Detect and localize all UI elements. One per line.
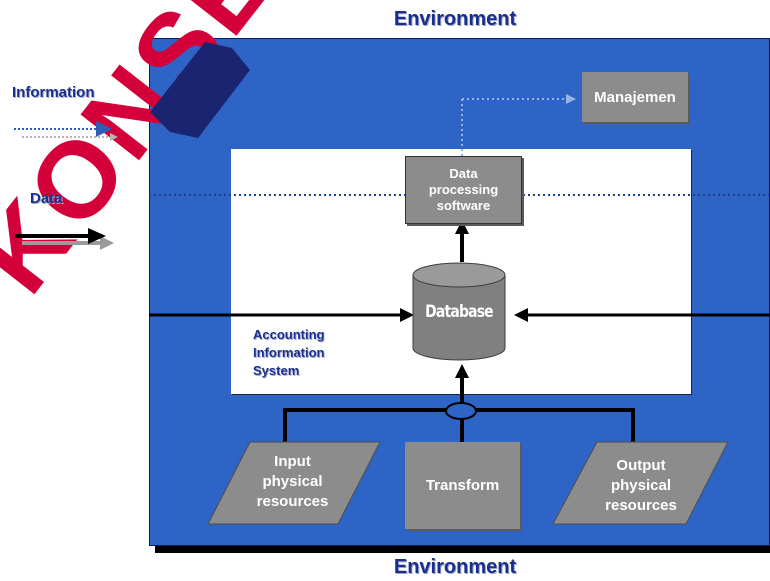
output-resources-label: Output physical resources (572, 456, 710, 516)
software-box: Data processing software (405, 156, 522, 224)
watermark: KONSEP (0, 0, 330, 314)
transform-box: Transform (405, 442, 520, 529)
output-label-2: physical (610, 477, 672, 494)
output-resources-shape (552, 441, 729, 525)
environment-title-bottom: Environment (393, 556, 517, 578)
legend-information-label: Information (12, 84, 95, 101)
output-label-1: Output (616, 457, 666, 474)
junction-ellipse (445, 402, 477, 420)
ais-label: Accounting Information System (253, 326, 325, 380)
input-resources-shape (207, 441, 381, 525)
input-resources-label: Input physical resources (225, 452, 360, 512)
input-label-1: Input (274, 453, 311, 470)
database-label: Database (425, 302, 493, 322)
transform-label: Transform (425, 477, 500, 494)
ais-label-2: Information (253, 345, 325, 360)
database-cylinder (412, 262, 506, 361)
input-label-2: physical (262, 473, 323, 490)
manajemen-box: Manajemen (582, 72, 688, 122)
manajemen-label: Manajemen (594, 88, 676, 106)
environment-title-top: Environment (393, 8, 517, 30)
software-label-1: Data (449, 166, 478, 181)
input-label-3: resources (256, 493, 329, 510)
watermark-navy-shape (150, 42, 250, 138)
ais-label-1: Accounting (253, 327, 325, 342)
software-label-2: processing (428, 182, 499, 197)
output-label-3: resources (605, 497, 677, 514)
software-label-3: software (436, 198, 491, 213)
legend-data-label: Data (30, 190, 63, 207)
ais-label-3: System (253, 363, 300, 378)
